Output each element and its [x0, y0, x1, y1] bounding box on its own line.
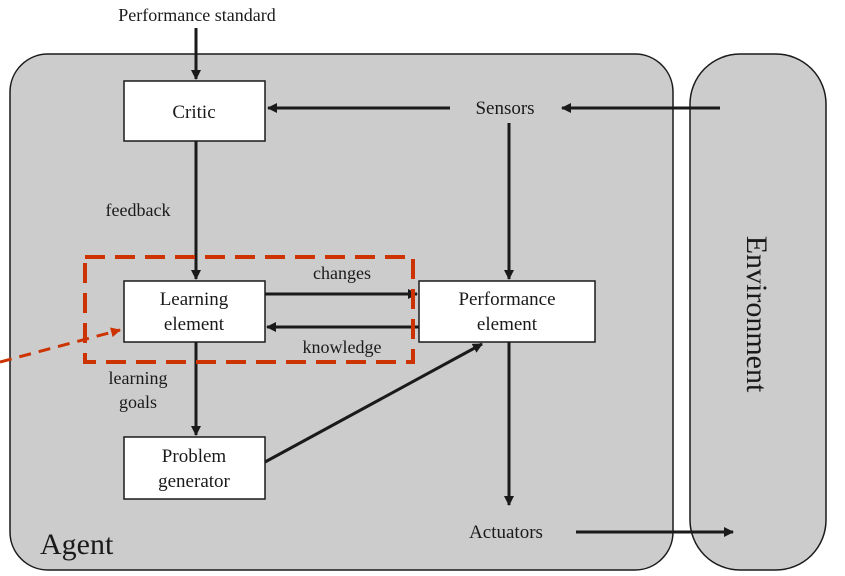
- learning-element-box: [123, 280, 266, 343]
- performance-element-box: [418, 280, 596, 343]
- agent-label: Agent: [40, 528, 114, 561]
- environment-panel: [689, 53, 827, 571]
- problem-generator-box: [123, 436, 266, 500]
- learning-element-label-line2: element: [164, 314, 225, 335]
- critic-label: Critic: [172, 102, 215, 123]
- performance-standard-label: Performance standard: [118, 5, 275, 25]
- problem-generator-label-line2: generator: [158, 471, 230, 492]
- sensors-label: Sensors: [475, 98, 534, 119]
- problem-generator-label-line1: Problem: [162, 446, 227, 467]
- performance-element-label-line2: element: [477, 314, 538, 335]
- learning-goals-label-line2: goals: [119, 392, 157, 412]
- learning-element-label-line1: Learning: [160, 289, 229, 310]
- knowledge-label: knowledge: [303, 337, 382, 357]
- environment-label: Environment: [740, 236, 773, 393]
- actuators-label: Actuators: [469, 522, 543, 543]
- feedback-label: feedback: [106, 200, 171, 220]
- changes-label: changes: [313, 263, 371, 283]
- highlight-pointer-arrow: [0, 327, 121, 364]
- learning-highlight-box: [83, 255, 415, 364]
- learning-goals-label-line1: learning: [109, 368, 168, 388]
- performance-element-label-line1: Performance: [458, 289, 555, 310]
- generator-to-performance-arrow: [264, 342, 483, 464]
